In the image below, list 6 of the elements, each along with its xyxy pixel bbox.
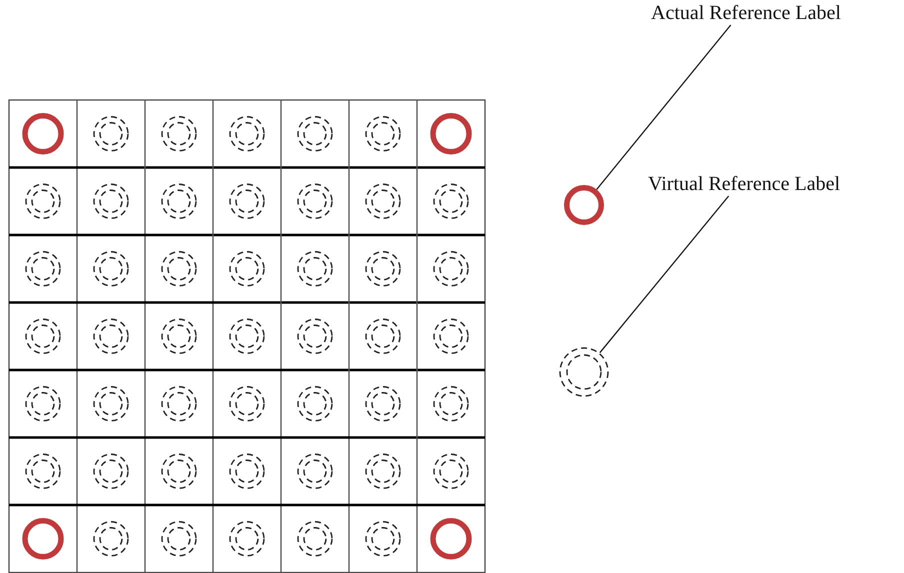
- leader-line: [596, 24, 732, 190]
- leader-line: [599, 196, 730, 354]
- dashed-ring-marker: [559, 347, 609, 397]
- reference-label: Virtual Reference Label: [648, 173, 840, 195]
- solid-ring-marker: [564, 185, 604, 225]
- reference-label: Actual Reference Label: [651, 2, 841, 24]
